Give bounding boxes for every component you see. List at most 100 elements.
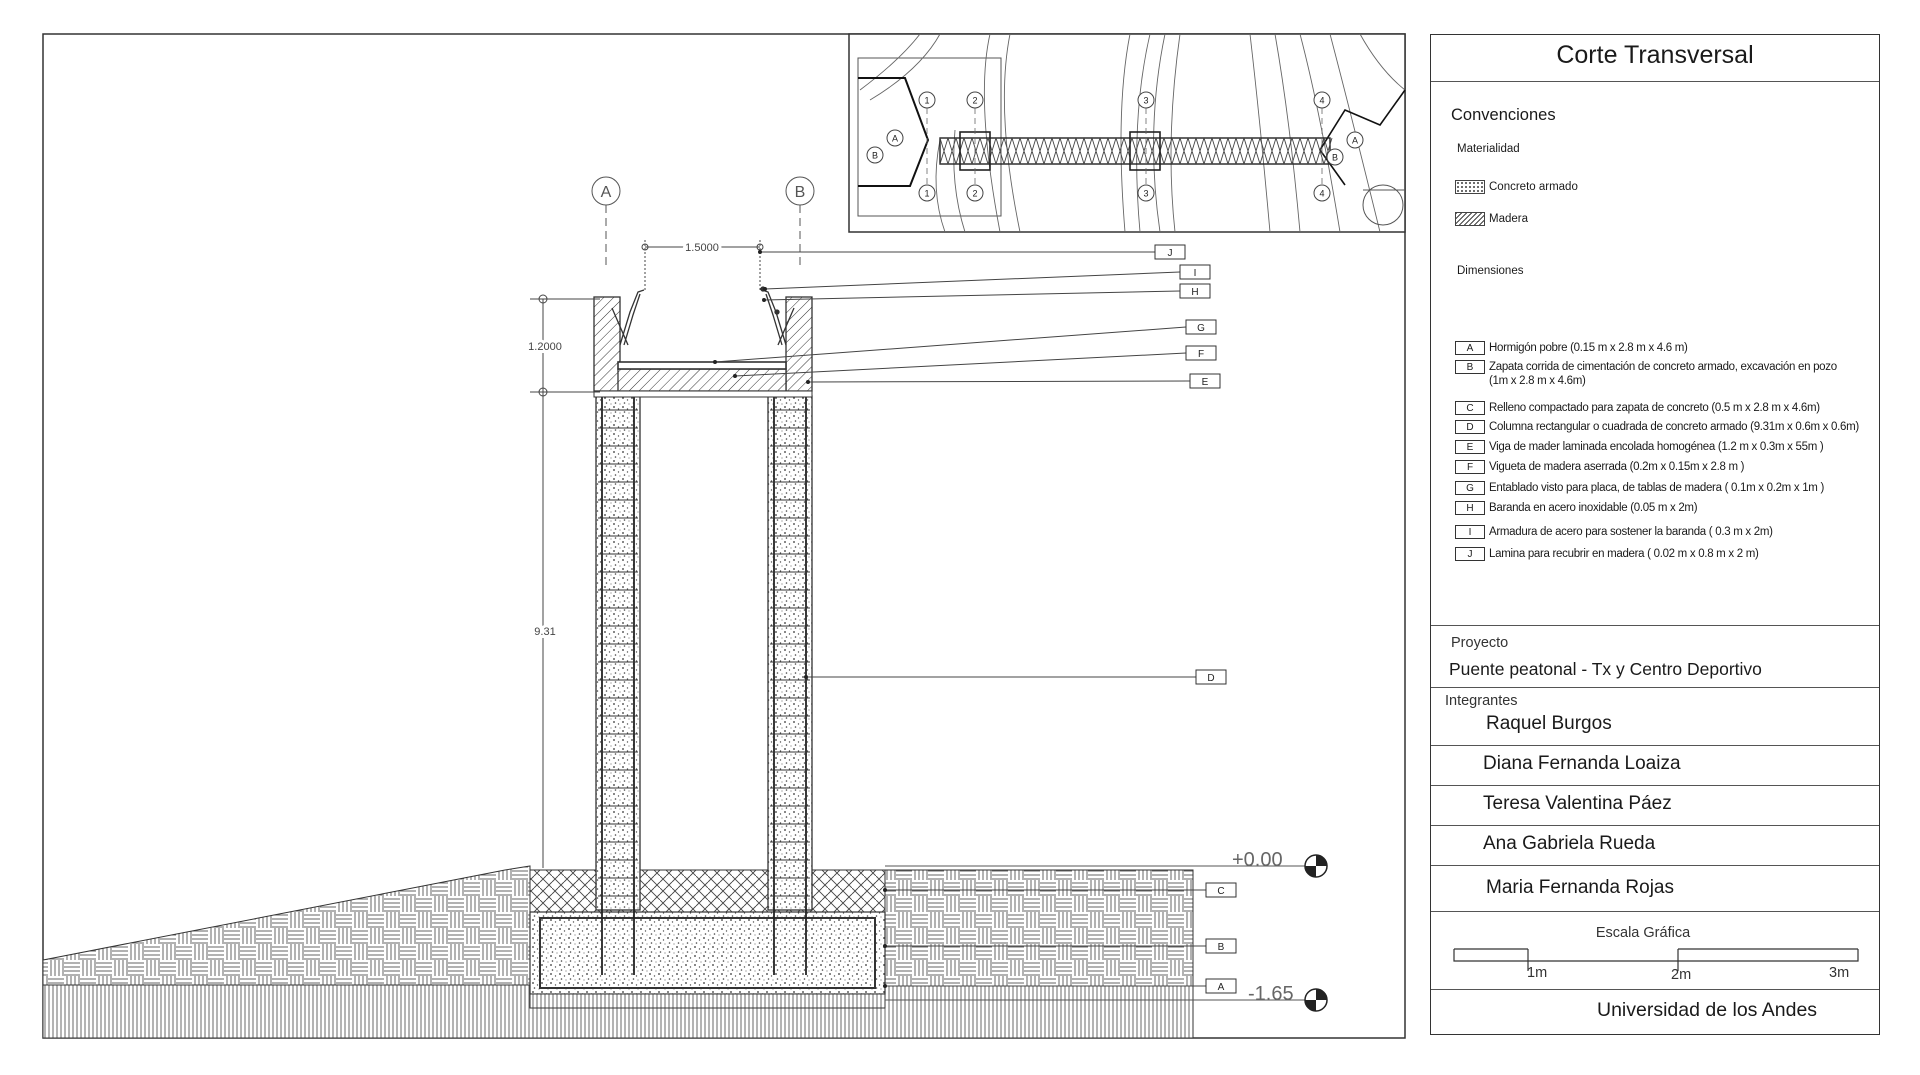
member-name: Ana Gabriela Rueda — [1483, 833, 1656, 854]
axis-b — [785, 176, 815, 270]
plan-axis-bubble — [918, 91, 936, 109]
callout-leader — [764, 271, 1181, 290]
divider — [1431, 865, 1879, 866]
wood-swatch — [1455, 212, 1485, 226]
railing-left — [611, 289, 645, 346]
height-dim-text: 1.2000 — [528, 341, 562, 353]
dimension-text-line: Baranda en acero inoxidable (0.05 m x 2m… — [1489, 502, 1698, 514]
dimension-text-line: Relleno compactado para zapata de concre… — [1489, 402, 1820, 414]
plan-row-bubble — [886, 129, 904, 147]
scale-heading: Escala Gráfica — [1595, 925, 1691, 941]
beam-base — [593, 390, 813, 398]
dimension-text: Hormigón pobre (0.15 m x 2.8 m x 4.6 m) — [1489, 341, 1688, 355]
axis-a-label: A — [601, 184, 612, 201]
divider — [1431, 911, 1879, 912]
callout-dot — [733, 374, 737, 378]
callout-letter: F — [1198, 349, 1204, 360]
dimension-text: Zapata corrida de cimentación de concret… — [1489, 360, 1837, 388]
plan-axis-bubble — [918, 184, 936, 202]
deck-planks — [617, 361, 787, 370]
plan-row-label: B — [872, 151, 878, 161]
dimension-text-line: Vigueta de madera aserrada (0.2m x 0.15m… — [1489, 461, 1745, 473]
dimension-text: Viga de mader laminada encolada homogéne… — [1489, 440, 1824, 454]
plan-row-label: B — [1332, 153, 1338, 163]
plan-row-label: A — [892, 134, 898, 144]
dimension-text: Baranda en acero inoxidable (0.05 m x 2m… — [1489, 501, 1698, 515]
dimension-text: Entablado visto para placa, de tablas de… — [1489, 481, 1824, 495]
callout-leader — [734, 352, 1187, 377]
callout-dot — [758, 250, 762, 254]
callout-dot — [883, 984, 887, 988]
callout-leader — [807, 380, 1191, 383]
column-left — [595, 395, 641, 975]
plan-axis-bubble — [1137, 184, 1155, 202]
callout-tag — [1189, 373, 1221, 389]
title-block: Corte Transversal Convenciones Materiali… — [1430, 34, 1880, 1035]
dimension-text: Armadura de acero para sostener la baran… — [1489, 525, 1773, 539]
graphic-scale — [1453, 948, 1859, 971]
callout-dot — [883, 888, 887, 892]
dimension-key: E — [1455, 440, 1485, 454]
callout-dot — [763, 287, 767, 291]
callout-tag — [1205, 882, 1237, 898]
scale-label-2m: 2m — [1671, 967, 1692, 983]
callout-tag — [1205, 938, 1237, 954]
axis-a — [591, 176, 621, 270]
plan-axis-label: 4 — [1319, 189, 1324, 199]
plan-axis-bubble — [966, 184, 984, 202]
dimension-key: H — [1455, 501, 1485, 515]
plan-axis-bubble — [1313, 91, 1331, 109]
callout-dot — [804, 675, 808, 679]
callout-leader — [714, 326, 1187, 363]
divider — [1431, 745, 1879, 746]
plan-axis-bubble — [966, 91, 984, 109]
divider — [1431, 989, 1879, 990]
callout-letter: C — [1217, 886, 1224, 897]
callout-dot — [762, 298, 766, 302]
compacted-fill — [529, 869, 886, 913]
divider — [1431, 625, 1879, 626]
callout-tag — [1205, 978, 1237, 994]
dimension-text: Relleno compactado para zapata de concre… — [1489, 401, 1820, 415]
callout-tag — [1185, 345, 1217, 361]
plan-axis-label: 3 — [1143, 96, 1148, 106]
dimension-text: Columna rectangular o cuadrada de concre… — [1489, 420, 1859, 434]
member-name: Teresa Valentina Páez — [1483, 793, 1672, 814]
callout-letter: I — [1194, 268, 1197, 279]
members-heading: Integrantes — [1445, 693, 1518, 709]
plan-axis-label: 1 — [924, 189, 929, 199]
callout-letter: J — [1168, 248, 1173, 259]
dimension-text-line: Armadura de acero para sostener la baran… — [1489, 526, 1773, 538]
material-label: Concreto armado — [1489, 181, 1578, 193]
lean-concrete — [529, 993, 886, 1009]
material-wood: Madera — [1455, 210, 1528, 228]
plan-row-label: A — [1352, 136, 1358, 146]
level-bottom-marker — [885, 988, 1328, 1012]
callout-dot — [806, 380, 810, 384]
callout-dot — [883, 944, 887, 948]
member-name: Raquel Burgos — [1486, 713, 1612, 734]
plan-row-bubble — [1326, 148, 1344, 166]
level-bottom-text: -1.65 — [1248, 983, 1294, 1005]
terrain-soil-right — [884, 869, 1194, 987]
span-dim-text: 1.5000 — [685, 242, 719, 254]
column-right — [767, 395, 813, 975]
dimensions-heading: Dimensiones — [1457, 265, 1524, 277]
plan-axis-label: 2 — [972, 96, 977, 106]
callout-tag — [1179, 283, 1211, 299]
dimension-text: Vigueta de madera aserrada (0.2m x 0.15m… — [1489, 460, 1744, 474]
scale-label-3m: 3m — [1829, 965, 1850, 981]
callout-letter: H — [1191, 287, 1198, 298]
span-dimension — [641, 240, 764, 292]
plan-row-bubble — [1346, 131, 1364, 149]
project-name: Puente peatonal - Tx y Centro Deportivo — [1449, 659, 1762, 679]
dimension-key: G — [1455, 481, 1485, 495]
dimension-text-line: Viga de mader laminada encolada homogéne… — [1489, 441, 1824, 453]
project-heading: Proyecto — [1451, 635, 1509, 651]
scale-label-1m: 1m — [1527, 965, 1548, 981]
